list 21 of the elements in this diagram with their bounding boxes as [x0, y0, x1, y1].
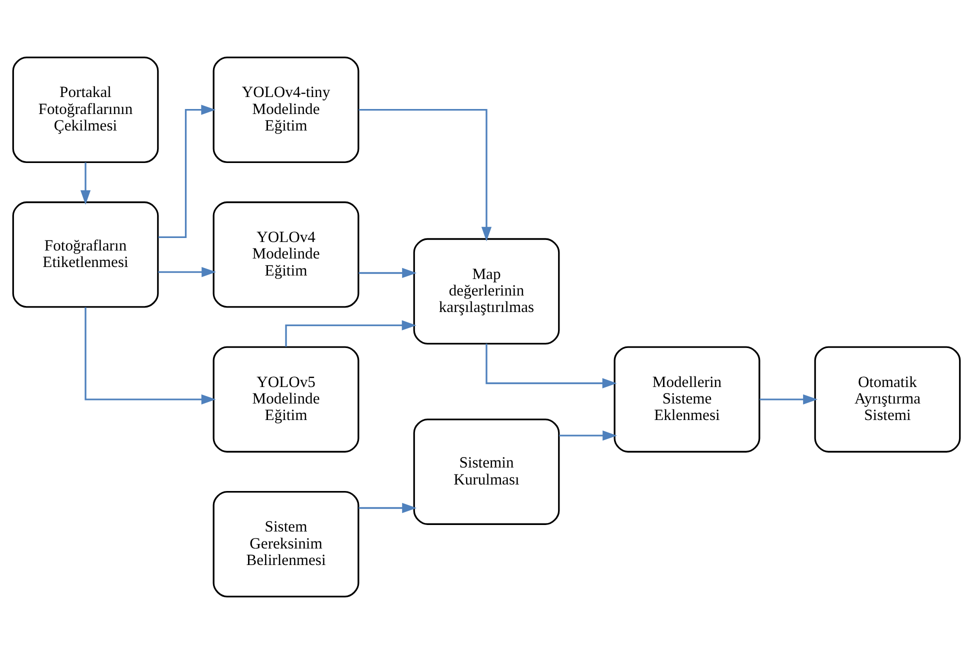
- arrow: [158, 266, 216, 277]
- node-box: Portakal Fotoğraflarının Çekilmesi: [12, 56, 159, 162]
- node-box: YOLOv4 Modelinde Eğitim: [212, 200, 360, 308]
- node-box: YOLOv4-tiny Modelinde Eğitim: [212, 56, 360, 162]
- arrow: [358, 108, 492, 241]
- arrow: [80, 162, 91, 204]
- node-box: Map değerlerinin karşılaştırılmas: [413, 238, 560, 344]
- node-box: Sistem Gereksinim Belirlenmesi: [212, 490, 360, 597]
- arrow: [760, 394, 818, 404]
- node-box: Otomatik Ayrıştırma Sistemi: [814, 346, 961, 452]
- arrow: [158, 104, 216, 238]
- node-box: YOLOv5 Modelinde Eğitim: [212, 346, 360, 452]
- node-box: Modellerin Sisteme Eklenmesi: [614, 346, 760, 452]
- node-box: Sistemin Kurulması: [413, 418, 560, 524]
- arrow: [358, 267, 417, 278]
- arrow: [84, 306, 216, 404]
- arrow: [559, 430, 618, 440]
- arrow: [486, 343, 617, 388]
- arrow: [358, 502, 417, 513]
- node-box: Fotoğrafların Etiketlenmesi: [12, 200, 159, 308]
- arrow: [285, 320, 416, 346]
